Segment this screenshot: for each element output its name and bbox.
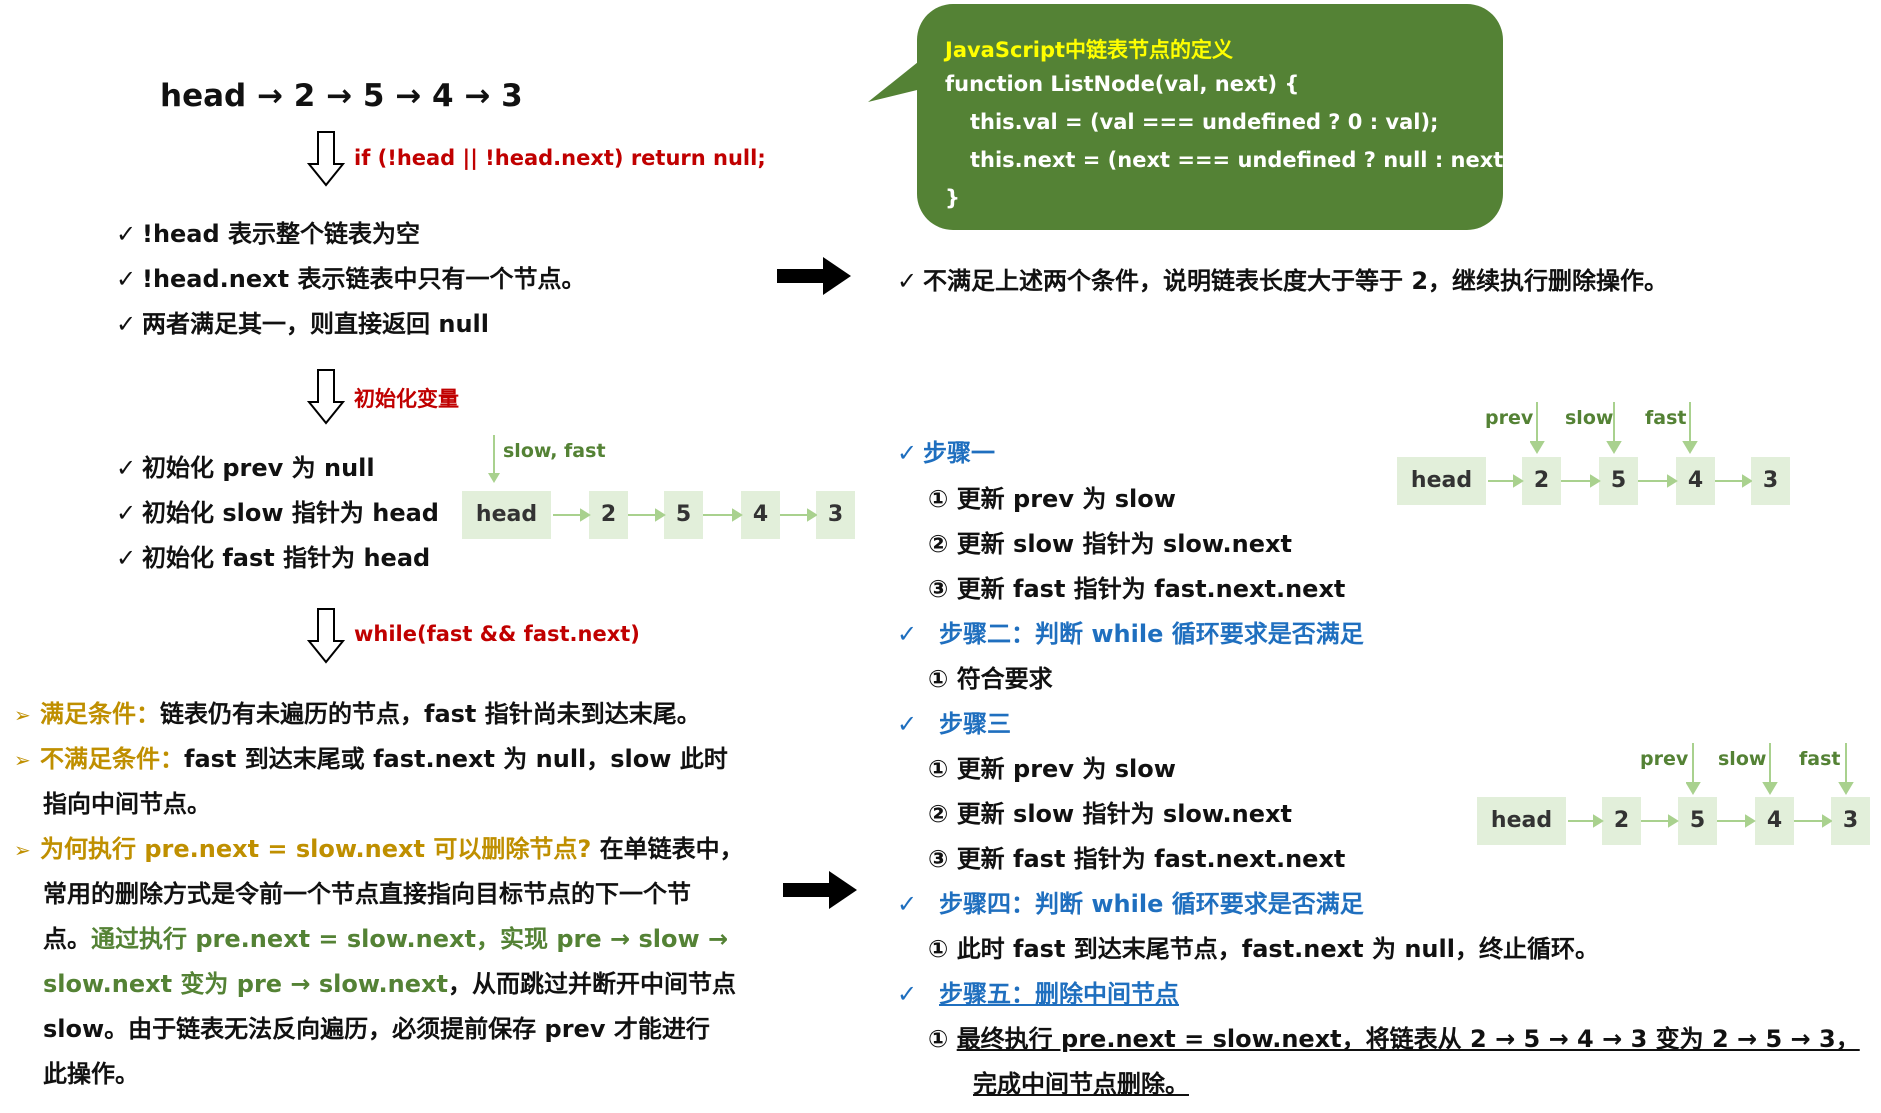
pointer-arrows — [1686, 743, 1854, 795]
list-node: 5 — [1678, 797, 1717, 845]
step-five-title: ✓步骤五：删除中间节点 — [897, 980, 1179, 1008]
check-item: ✓初始化 fast 指针为 head — [116, 544, 431, 572]
init-label: 初始化变量 — [354, 387, 459, 411]
list-node-head: head — [1397, 457, 1486, 505]
code-line: this.val = (val === undefined ? 0 : val)… — [970, 110, 1439, 134]
code-bubble: JavaScript中链表节点的定义 function ListNode(val… — [917, 4, 1521, 230]
bullet-satisfied: ➢满足条件：链表仍有未遍历的节点，fast 指针尚未到达末尾。 — [14, 700, 701, 728]
list-node: 3 — [816, 491, 855, 539]
pointer-label-slow-fast: slow, fast — [503, 440, 606, 462]
step-four-title: ✓步骤四：判断 while 循环要求是否满足 — [897, 890, 1364, 918]
code-line: } — [945, 186, 960, 210]
explain-line: 此操作。 — [43, 1060, 139, 1088]
step-item: ② 更新 slow 指针为 slow.next — [928, 530, 1292, 558]
bullet-not-satisfied-cont: 指向中间节点。 — [43, 790, 211, 818]
step-item: ① 符合要求 — [928, 665, 1053, 693]
step-item: ① 更新 prev 为 slow — [928, 755, 1176, 783]
label-fast: fast — [1645, 407, 1687, 429]
explain-line: 常用的删除方式是令前一个节点直接指向目标节点的下一个节 — [43, 880, 691, 908]
check-item: ✓初始化 slow 指针为 head — [116, 499, 439, 527]
bullet-why-delete: ➢为何执行 pre.next = slow.next 可以删除节点? 在单链表中… — [14, 835, 744, 863]
list-node: 2 — [589, 491, 628, 539]
list-node: 4 — [1676, 457, 1715, 505]
step-item: ① 最终执行 pre.next = slow.next，将链表从 2 → 5 →… — [928, 1025, 1860, 1053]
code-line: this.next = (next === undefined ? null :… — [970, 148, 1522, 172]
pointer-arrows — [1530, 402, 1698, 454]
down-arrow-icon — [306, 608, 346, 664]
bullet-not-satisfied: ➢不满足条件：fast 到达末尾或 fast.next 为 null，slow … — [14, 745, 728, 773]
label-fast: fast — [1799, 748, 1841, 770]
check-item: ✓两者满足其一，则直接返回 null — [116, 310, 489, 338]
step-item-cont: 完成中间节点删除。 — [973, 1070, 1189, 1098]
condition-null-check: if (!head || !head.next) return null; — [354, 146, 766, 170]
right-arrow-icon — [777, 257, 851, 295]
step-three-title: ✓步骤三 — [897, 710, 1011, 738]
step-item: ② 更新 slow 指针为 slow.next — [928, 800, 1292, 828]
label-prev: prev — [1640, 748, 1689, 770]
label-slow: slow — [1718, 748, 1767, 770]
check-continue: ✓不满足上述两个条件，说明链表长度大于等于 2，继续执行删除操作。 — [897, 267, 1669, 295]
explain-line: 点。通过执行 pre.next = slow.next，实现 pre → slo… — [43, 925, 729, 953]
right-arrow-icon — [783, 871, 857, 909]
code-title: JavaScript中链表节点的定义 — [945, 38, 1234, 62]
step-item: ① 更新 prev 为 slow — [928, 485, 1176, 513]
list-node: 3 — [1751, 457, 1790, 505]
while-condition: while(fast && fast.next) — [354, 622, 640, 646]
step-one-title: ✓步骤一 — [897, 439, 995, 467]
label-prev: prev — [1485, 407, 1534, 429]
check-item: ✓!head 表示整个链表为空 — [116, 220, 421, 248]
list-node: 5 — [664, 491, 703, 539]
list-node: 2 — [1522, 457, 1561, 505]
list-sequence: head → 2 → 5 → 4 → 3 — [160, 78, 523, 114]
link-arrows — [1568, 814, 1832, 828]
list-node: 3 — [1831, 797, 1870, 845]
step-two-title: ✓步骤二：判断 while 循环要求是否满足 — [897, 620, 1364, 648]
pointer-arrow — [488, 435, 500, 483]
link-arrows — [553, 508, 817, 522]
check-item: ✓!head.next 表示链表中只有一个节点。 — [116, 265, 586, 293]
check-item: ✓初始化 prev 为 null — [116, 454, 375, 482]
step-item: ③ 更新 fast 指针为 fast.next.next — [928, 845, 1346, 873]
list-node: 2 — [1602, 797, 1641, 845]
list-node: 5 — [1599, 457, 1638, 505]
step-item: ③ 更新 fast 指针为 fast.next.next — [928, 575, 1346, 603]
link-arrows — [1488, 474, 1752, 488]
list-node: 4 — [1755, 797, 1794, 845]
explain-line: slow。由于链表无法反向遍历，必须提前保存 prev 才能进行 — [43, 1015, 710, 1043]
down-arrow-icon — [306, 131, 346, 187]
code-line: function ListNode(val, next) { — [945, 72, 1300, 96]
list-node-head: head — [1477, 797, 1566, 845]
step-item: ① 此时 fast 到达末尾节点，fast.next 为 null，终止循环。 — [928, 935, 1599, 963]
list-node: 4 — [741, 491, 780, 539]
list-node-head: head — [462, 491, 551, 539]
label-slow: slow — [1565, 407, 1614, 429]
explain-line: slow.next 变为 pre → slow.next，从而跳过并断开中间节点 — [43, 970, 736, 998]
down-arrow-icon — [306, 369, 346, 425]
